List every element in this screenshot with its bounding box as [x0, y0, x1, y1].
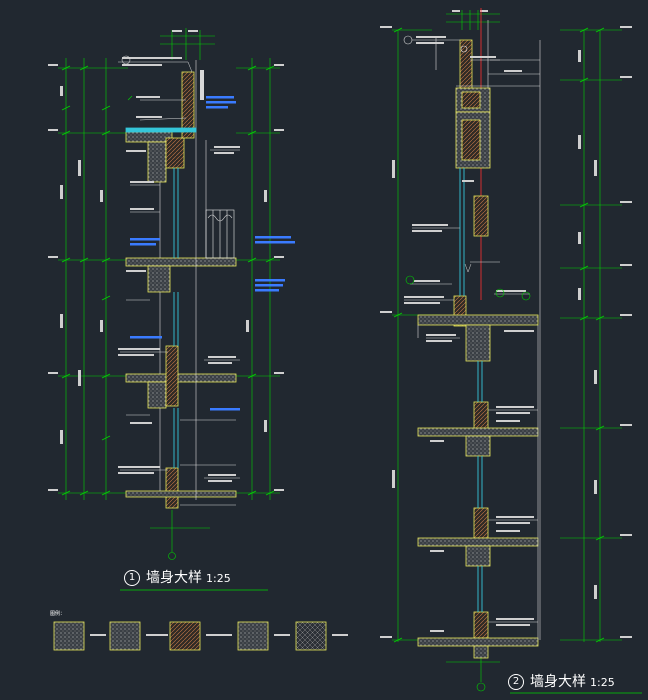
- legend-title: 图例：: [50, 611, 66, 617]
- wall-section-detail-1: [48, 28, 295, 560]
- detail2-title-block: 2 墙身大样 1:25: [508, 671, 615, 691]
- detail1-number: 1: [124, 570, 140, 586]
- detail2-leaders: [404, 39, 538, 623]
- legend: [53, 621, 348, 651]
- wall-section-detail-2: [380, 8, 632, 692]
- detail1-title: 墙身大样: [146, 570, 202, 586]
- detail2-title: 墙身大样: [530, 674, 586, 690]
- detail2-callouts: [405, 275, 531, 301]
- detail1-scale: 1:25: [206, 572, 231, 585]
- detail1-glazing: [173, 168, 179, 468]
- detail1-railing: [205, 209, 235, 259]
- detail1-notes: [130, 96, 295, 411]
- detail2-dimension-text: [380, 10, 632, 638]
- detail2-callout-circle: [403, 35, 413, 45]
- detail1-interior-lines: [126, 60, 236, 506]
- legend-swatch-5: [295, 621, 327, 651]
- detail2-upper-structure: [417, 39, 539, 659]
- legend-swatch-3: [169, 621, 201, 651]
- detail1-title-block: 1 墙身大样 1:25: [124, 567, 231, 587]
- detail1-dimension-text: [48, 30, 284, 491]
- detail2-scale: 1:25: [590, 676, 615, 689]
- detail1-white-notes: [118, 57, 240, 482]
- detail1-slabs: [125, 131, 237, 509]
- detail2-white-notes: [404, 36, 534, 632]
- detail1-callout-circle: [121, 55, 131, 65]
- detail1-leaders: [118, 61, 240, 479]
- detail2-dimension-lines: [392, 10, 622, 692]
- detail1-parapet: [125, 71, 197, 139]
- legend-swatch-1: [53, 621, 85, 651]
- detail2-glazing: [459, 168, 483, 612]
- detail2-number: 2: [508, 674, 524, 690]
- legend-swatch-2: [109, 621, 141, 651]
- legend-swatch-4: [237, 621, 269, 651]
